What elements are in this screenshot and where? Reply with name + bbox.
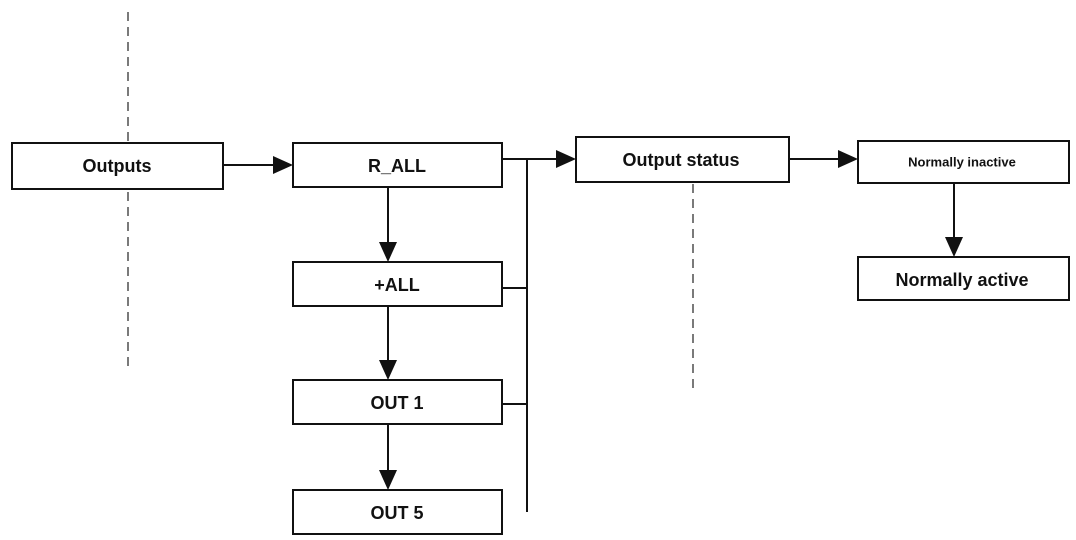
- node-out-1: OUT 1: [292, 379, 503, 425]
- node-outputs-label: Outputs: [83, 156, 152, 176]
- node-r-all-label: R_ALL: [368, 156, 426, 176]
- edge-out-1-to-out-5: [379, 424, 397, 490]
- node-out-5-label: OUT 5: [370, 503, 423, 523]
- arrowhead-icon: [945, 237, 963, 257]
- arrowhead-icon: [838, 150, 858, 168]
- node-plus-all-label: +ALL: [374, 275, 420, 295]
- arrowhead-icon: [556, 150, 576, 168]
- node-plus-all: +ALL: [292, 261, 503, 307]
- node-normally-inactive-label: Normally inactive: [908, 154, 1016, 169]
- edge-outputs-to-r-all: [223, 156, 293, 174]
- node-output-status: Output status: [575, 136, 790, 183]
- edge-plus-all-to-out-1: [379, 306, 397, 380]
- node-output-status-label: Output status: [623, 150, 740, 170]
- arrowhead-icon: [273, 156, 293, 174]
- node-normally-inactive: Normally inactive: [857, 140, 1070, 184]
- arrowhead-icon: [379, 360, 397, 380]
- edge-bus-to-output-status: [502, 150, 576, 512]
- edge-normally-inactive-to-normally-active: [945, 183, 963, 257]
- arrowhead-icon: [379, 470, 397, 490]
- arrowhead-icon: [379, 242, 397, 262]
- node-outputs: Outputs: [11, 142, 224, 190]
- node-normally-active-label: Normally active: [895, 270, 1028, 290]
- edge-r-all-to-plus-all: [379, 187, 397, 262]
- node-r-all: R_ALL: [292, 142, 503, 188]
- node-normally-active: Normally active: [857, 256, 1070, 301]
- node-out-1-label: OUT 1: [370, 393, 423, 413]
- edge-output-status-to-normally-inactive: [789, 150, 858, 168]
- node-out-5: OUT 5: [292, 489, 503, 535]
